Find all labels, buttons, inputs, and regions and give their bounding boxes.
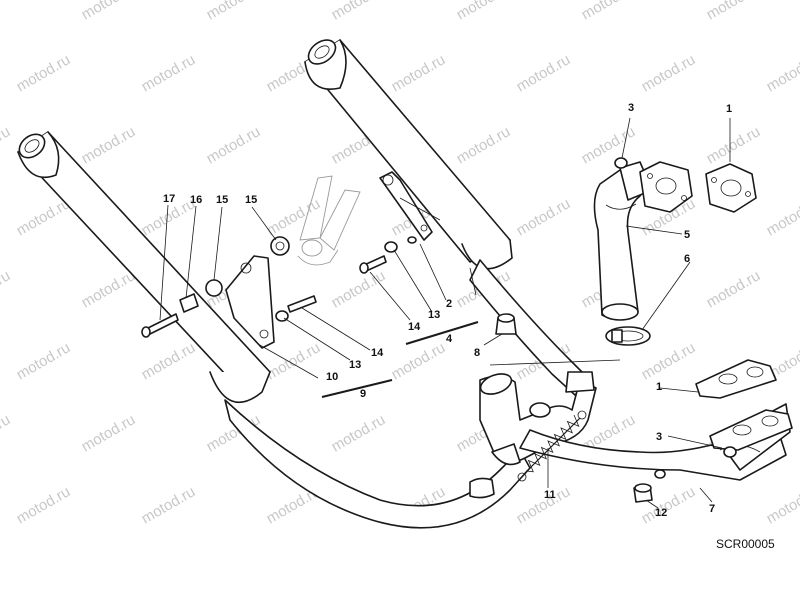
watermark-text: motod.ru	[264, 195, 324, 239]
callout-4: 4	[446, 333, 453, 345]
watermark-text: motod.ru	[704, 123, 764, 167]
watermark-text: motod.ru	[704, 267, 764, 311]
watermark-text: motod.ru	[0, 123, 13, 167]
watermark-text: motod.ru	[514, 51, 574, 95]
callout-15-right: 15	[245, 194, 257, 206]
part-callouts: 17 16 15 15 10 9 13 14 14 13 4 2 8 3 1 5…	[163, 102, 732, 519]
callout-3-rear: 3	[656, 431, 662, 443]
front-exhaust-flange	[639, 161, 757, 213]
watermark-text: motod.ru	[139, 483, 199, 527]
watermark-text: motod.ru	[389, 339, 449, 383]
watermark-text: motod.ru	[14, 339, 74, 383]
callout-16: 16	[190, 194, 202, 206]
watermark-text: motod.ru	[329, 411, 389, 455]
callout-3-front: 3	[628, 102, 634, 114]
callout-2: 2	[446, 298, 452, 310]
watermark-text: motod.ru	[14, 483, 74, 527]
right-silencer	[304, 39, 591, 396]
callout-8: 12	[655, 507, 667, 519]
watermark-text: motod.ru	[514, 195, 574, 239]
watermark-text: motod.ru	[139, 51, 199, 95]
callout-5: 5	[684, 229, 690, 241]
callout-10: 8	[474, 347, 480, 359]
callout-7: 7	[709, 503, 715, 515]
pipe-clamp	[605, 326, 651, 346]
right-silencer-bracket	[359, 171, 441, 274]
rubber-buffer	[495, 313, 517, 335]
cap-nut	[633, 483, 653, 503]
drawing-code: SCR00005	[716, 537, 775, 551]
frame-bracket-outline	[297, 175, 361, 266]
callout-11: 9	[360, 388, 366, 400]
watermark-text: motod.ru	[204, 123, 264, 167]
callout-17: 17	[163, 193, 175, 205]
watermark-text: motod.ru	[139, 339, 199, 383]
watermark-text: motod.ru	[14, 51, 74, 95]
callout-13-right: 13	[428, 309, 440, 321]
group-bar-4	[405, 321, 479, 345]
watermark-text: motod.ru	[579, 123, 639, 167]
watermark-text: motod.ru	[764, 195, 800, 239]
callout-1-front: 1	[726, 103, 732, 115]
leader-lines	[159, 117, 731, 509]
callout-6: 6	[684, 253, 690, 265]
callout-14-right: 14	[408, 321, 421, 333]
callout-1-rear: 1	[656, 381, 662, 393]
watermark-text: motod.ru	[329, 267, 389, 311]
callout-15-left: 15	[216, 194, 228, 206]
watermark-text: motod.ru	[389, 51, 449, 95]
watermark-text: motod.ru	[0, 0, 13, 23]
watermark-text: motod.ru	[79, 0, 139, 23]
watermark-text: motod.ru	[454, 0, 514, 23]
rear-exhaust-flange	[695, 359, 793, 451]
collector-pipe	[469, 371, 597, 499]
watermark-text: motod.ru	[704, 0, 764, 23]
watermark-text: motod.ru	[639, 339, 699, 383]
watermark-text: motod.ru	[579, 0, 639, 23]
group-bar-11	[321, 379, 393, 398]
watermark-text: motod.ru	[0, 411, 13, 455]
flange-nut-rear	[723, 446, 737, 458]
watermark-text: motod.ru	[79, 123, 139, 167]
left-silencer-bracket	[141, 236, 317, 349]
watermark-text: motod.ru	[764, 483, 800, 527]
callout-14-left: 14	[371, 347, 384, 359]
watermark-text: motod.ru	[79, 411, 139, 455]
callout-9: 11	[544, 489, 556, 501]
tension-spring	[517, 410, 587, 482]
flange-nut-front	[614, 157, 628, 169]
watermark-text: motod.ru	[639, 51, 699, 95]
watermark-text: motod.ru	[264, 339, 324, 383]
watermark-text: motod.ru	[764, 51, 800, 95]
callout-12: 10	[326, 371, 338, 383]
watermark-text: motod.ru	[79, 267, 139, 311]
watermark-text: motod.ru	[454, 123, 514, 167]
stud-spacer	[654, 469, 666, 479]
left-silencer	[17, 131, 531, 529]
front-header-pipe	[593, 161, 656, 321]
watermark-text: motod.ru	[204, 0, 264, 23]
watermark-text: motod.ru	[0, 267, 13, 311]
callout-13-left: 13	[349, 359, 361, 371]
watermark-text: motod.ru	[329, 0, 389, 23]
